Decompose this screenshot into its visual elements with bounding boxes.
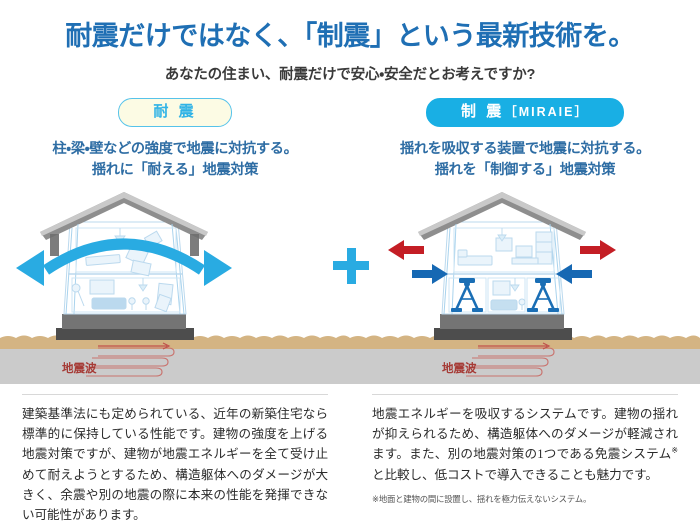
ceiling-lamp-lower xyxy=(138,277,148,292)
seismic-wave-arrow xyxy=(478,341,551,350)
body-text-row: 建築基準法にも定められている、近年の新築住宅なら標準的に保持している性能です。建… xyxy=(0,393,700,526)
illustration-taishin: 地震波 xyxy=(0,188,350,384)
ceiling-lamp-upper xyxy=(497,227,507,242)
lower-furniture xyxy=(71,279,174,312)
plus-icon-vertical-bar xyxy=(346,247,356,284)
sway-arrow-left-head xyxy=(16,249,44,286)
seismic-wave-arrow xyxy=(98,341,171,350)
lead-taishin-line2: 揺れに「耐える」地震対策 xyxy=(91,162,259,179)
seismic-wave-label-seishin: 地震波 xyxy=(442,361,477,375)
lead-seishin-line1: 揺れを吸収する装置で地震に対抗する。 xyxy=(400,140,650,157)
arrow-blue-left xyxy=(412,263,448,284)
seismic-wave-loops xyxy=(466,346,555,377)
footnote-marker: ※ xyxy=(671,446,678,456)
room-lower xyxy=(71,277,181,313)
body-col-seishin: 地震エネルギーを吸収するシステムです。建物の揺れが抑えられるため、構造躯体へのダ… xyxy=(350,393,700,526)
seismic-wave-label-taishin: 地震波 xyxy=(62,361,97,375)
page-subtitle: あなたの住まい、耐震だけで安心・安全だとお考えですか? xyxy=(164,66,536,83)
body-text-seishin-part1: 地震エネルギーを吸収するシステムです。建物の揺れが抑えられるため、構造躯体へのダ… xyxy=(372,406,678,462)
badge-taishin-label: 耐 震 xyxy=(153,102,197,120)
badge-row-taishin: 耐 震 xyxy=(0,97,350,127)
lead-seishin: 揺れを吸収する装置で地震に対抗する。 揺れを「制御する」地震対策 xyxy=(350,139,700,182)
comparison-columns: 耐 震 柱・梁・壁などの強度で地震に対抗する。 揺れに「耐える」地震対策 xyxy=(0,97,700,384)
column-taishin: 耐 震 柱・梁・壁などの強度で地震に対抗する。 揺れに「耐える」地震対策 xyxy=(0,97,350,384)
sway-arc-arrow xyxy=(16,238,232,286)
column-seishin: 制 震［MIRAIE］ 揺れを吸収する装置で地震に対抗する。 揺れを「制御する」… xyxy=(350,97,700,384)
badge-seishin: 制 震［MIRAIE］ xyxy=(426,97,624,127)
body-col-taishin: 建築基準法にも定められている、近年の新築住宅なら標準的に保持している性能です。建… xyxy=(0,393,350,526)
room-lower-bays xyxy=(448,277,561,313)
sway-arrow-right-head xyxy=(204,249,232,286)
foundation-base xyxy=(56,327,194,340)
roof-left-post xyxy=(50,233,59,256)
badge-row-seishin: 制 震［MIRAIE］ xyxy=(350,97,700,127)
plus-icon xyxy=(333,247,369,284)
badge-taishin: 耐 震 xyxy=(118,97,232,127)
room-upper xyxy=(453,227,555,273)
foundation-base xyxy=(434,327,572,340)
lead-taishin-line1: 柱・梁・壁などの強度で地震に対抗する。 xyxy=(52,140,298,157)
arrow-red-left xyxy=(388,239,424,260)
arrow-blue-right xyxy=(556,263,592,284)
badge-seishin-label: 制 震 xyxy=(461,102,505,120)
damper-left xyxy=(451,277,483,312)
ceiling-lamp-lower xyxy=(510,277,520,292)
body-text-seishin: 地震エネルギーを吸収するシステムです。建物の揺れが抑えられるため、構造躯体へのダ… xyxy=(372,404,678,486)
lead-taishin: 柱・梁・壁などの強度で地震に対抗する。 揺れに「耐える」地震対策 xyxy=(0,139,350,182)
body-text-taishin: 建築基準法にも定められている、近年の新築住宅なら標準的に保持している性能です。建… xyxy=(22,406,328,523)
foundation-upper xyxy=(62,313,186,329)
page-title: 耐震だけではなく、「制震」という最新技術を。 xyxy=(65,21,635,51)
roof-right-post xyxy=(190,233,199,256)
lower-furniture xyxy=(490,280,526,311)
badge-seishin-suffix: ［MIRAIE］ xyxy=(504,104,589,119)
damper-right xyxy=(527,277,559,312)
taishin-house-diagram: 地震波 xyxy=(0,191,350,384)
header: 耐震だけではなく、「制震」という最新技術を。 あなたの住まい、耐震だけで安心・安… xyxy=(0,0,700,84)
seishin-house-diagram: 地震波 xyxy=(350,191,700,384)
divider-seishin xyxy=(372,393,678,395)
arrow-red-right xyxy=(580,239,616,260)
divider-taishin xyxy=(22,393,328,395)
footnote-seishin: ※地面と建物の間に設置し、揺れを極力伝えないシステム。 xyxy=(372,494,592,505)
body-text-seishin-part2: と比較し、低コストで導入できることも魅力です。 xyxy=(372,467,658,482)
lead-seishin-line2: 揺れを「制御する」地震対策 xyxy=(434,162,616,179)
seismic-wave-loops xyxy=(86,346,175,377)
foundation-upper xyxy=(440,313,564,329)
illustration-seishin: 地震波 xyxy=(350,188,700,384)
upper-furniture xyxy=(457,231,553,266)
